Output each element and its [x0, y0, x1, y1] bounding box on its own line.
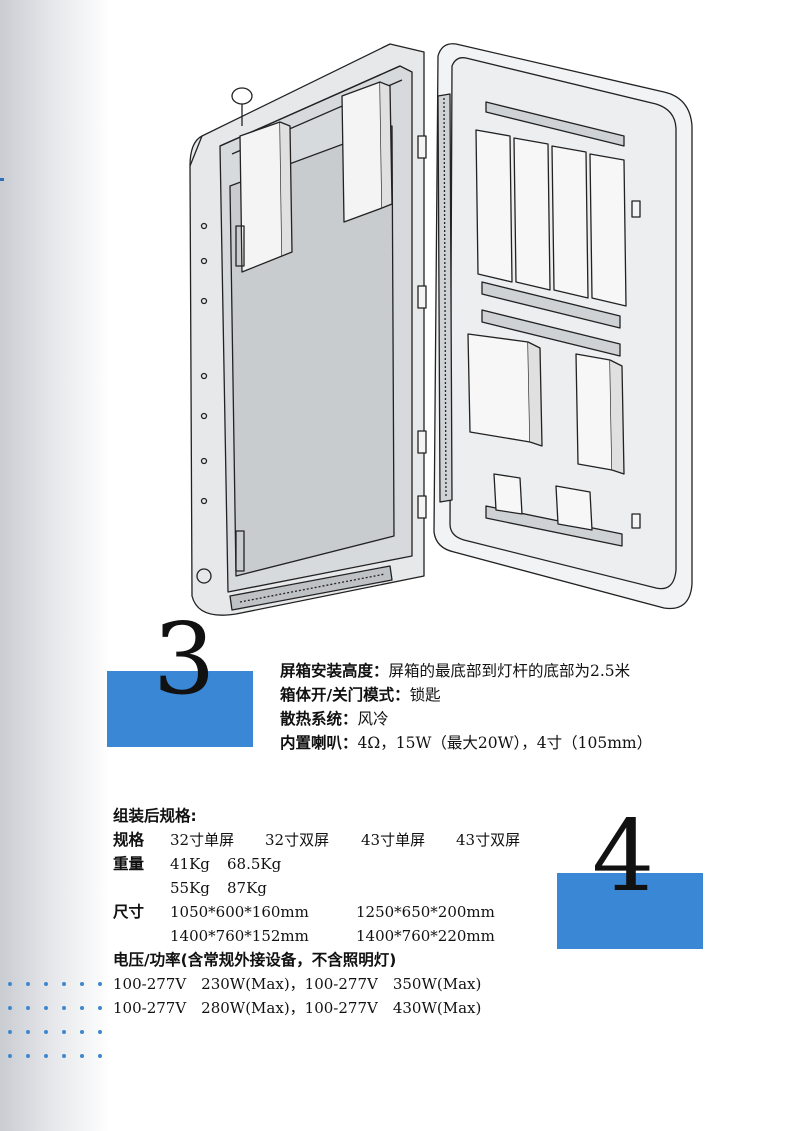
- section3-blue-block: [107, 671, 253, 747]
- left-gradient-band: [0, 0, 110, 1131]
- section3-number: 3: [153, 603, 216, 717]
- spec-install-height: 屏箱安装高度：屏箱的最底部到灯杆的底部为2.5米: [280, 662, 631, 680]
- spec-value: 43寸单屏: [361, 831, 426, 849]
- spec-value: 32寸双屏: [265, 831, 330, 849]
- spec-label: 规格: [113, 831, 145, 849]
- assembled-title: 组装后规格:: [113, 807, 197, 825]
- weight-value: 55Kg: [170, 879, 210, 897]
- size-value: 1050*600*160mm: [170, 903, 309, 921]
- weight-value: 87Kg: [227, 879, 267, 897]
- size-value: 1400*760*152mm: [170, 927, 309, 945]
- assembled-title-row: 组装后规格:: [113, 805, 583, 829]
- size-value: 1250*650*200mm: [356, 903, 495, 921]
- power-row: 100-277V 230W(Max)，100-277V 350W(Max): [113, 975, 482, 993]
- spec-speaker: 内置喇叭：4Ω，15W（最大20W），4寸（105mm）: [280, 734, 653, 752]
- cabinet-illustration: [189, 43, 693, 616]
- weight-row-2: 55Kg 87Kg: [113, 877, 583, 901]
- decorative-dot-grid: [8, 982, 108, 1062]
- power-title-row: 电压/功率(含常规外接设备，不含照明灯): [113, 949, 583, 973]
- size-value: 1400*760*220mm: [356, 927, 495, 945]
- spec-value: 32寸单屏: [170, 831, 235, 849]
- spec-cooling: 散热系统：风冷: [280, 710, 389, 728]
- spec-row: 规格 32寸单屏 32寸双屏 43寸单屏 43寸双屏: [113, 829, 583, 853]
- weight-value: 41Kg: [170, 855, 210, 873]
- weight-value: 68.5Kg: [227, 855, 282, 873]
- power-row: 100-277V 280W(Max)，100-277V 430W(Max): [113, 999, 482, 1017]
- section4-blue-block: [557, 873, 703, 949]
- spec-door-mode: 箱体开/关门模式：锁匙: [280, 686, 441, 704]
- side-accent-mark: [0, 178, 4, 181]
- weight-row-1: 重量 41Kg 68.5Kg: [113, 853, 583, 877]
- spec-value: 43寸双屏: [456, 831, 521, 849]
- section3-spec-list: 屏箱安装高度：屏箱的最底部到灯杆的底部为2.5米 箱体开/关门模式：锁匙 散热系…: [280, 659, 780, 755]
- weight-label: 重量: [113, 855, 145, 873]
- assembled-specs: 组装后规格: 规格 32寸单屏 32寸双屏 43寸单屏 43寸双屏 重量 41K…: [113, 805, 583, 1021]
- size-label: 尺寸: [113, 903, 145, 921]
- size-row-2: 1400*760*152mm 1400*760*220mm: [113, 925, 583, 949]
- power-title: 电压/功率(含常规外接设备，不含照明灯): [113, 951, 397, 969]
- section4-number: 4: [592, 800, 655, 914]
- size-row-1: 尺寸 1050*600*160mm 1250*650*200mm: [113, 901, 583, 925]
